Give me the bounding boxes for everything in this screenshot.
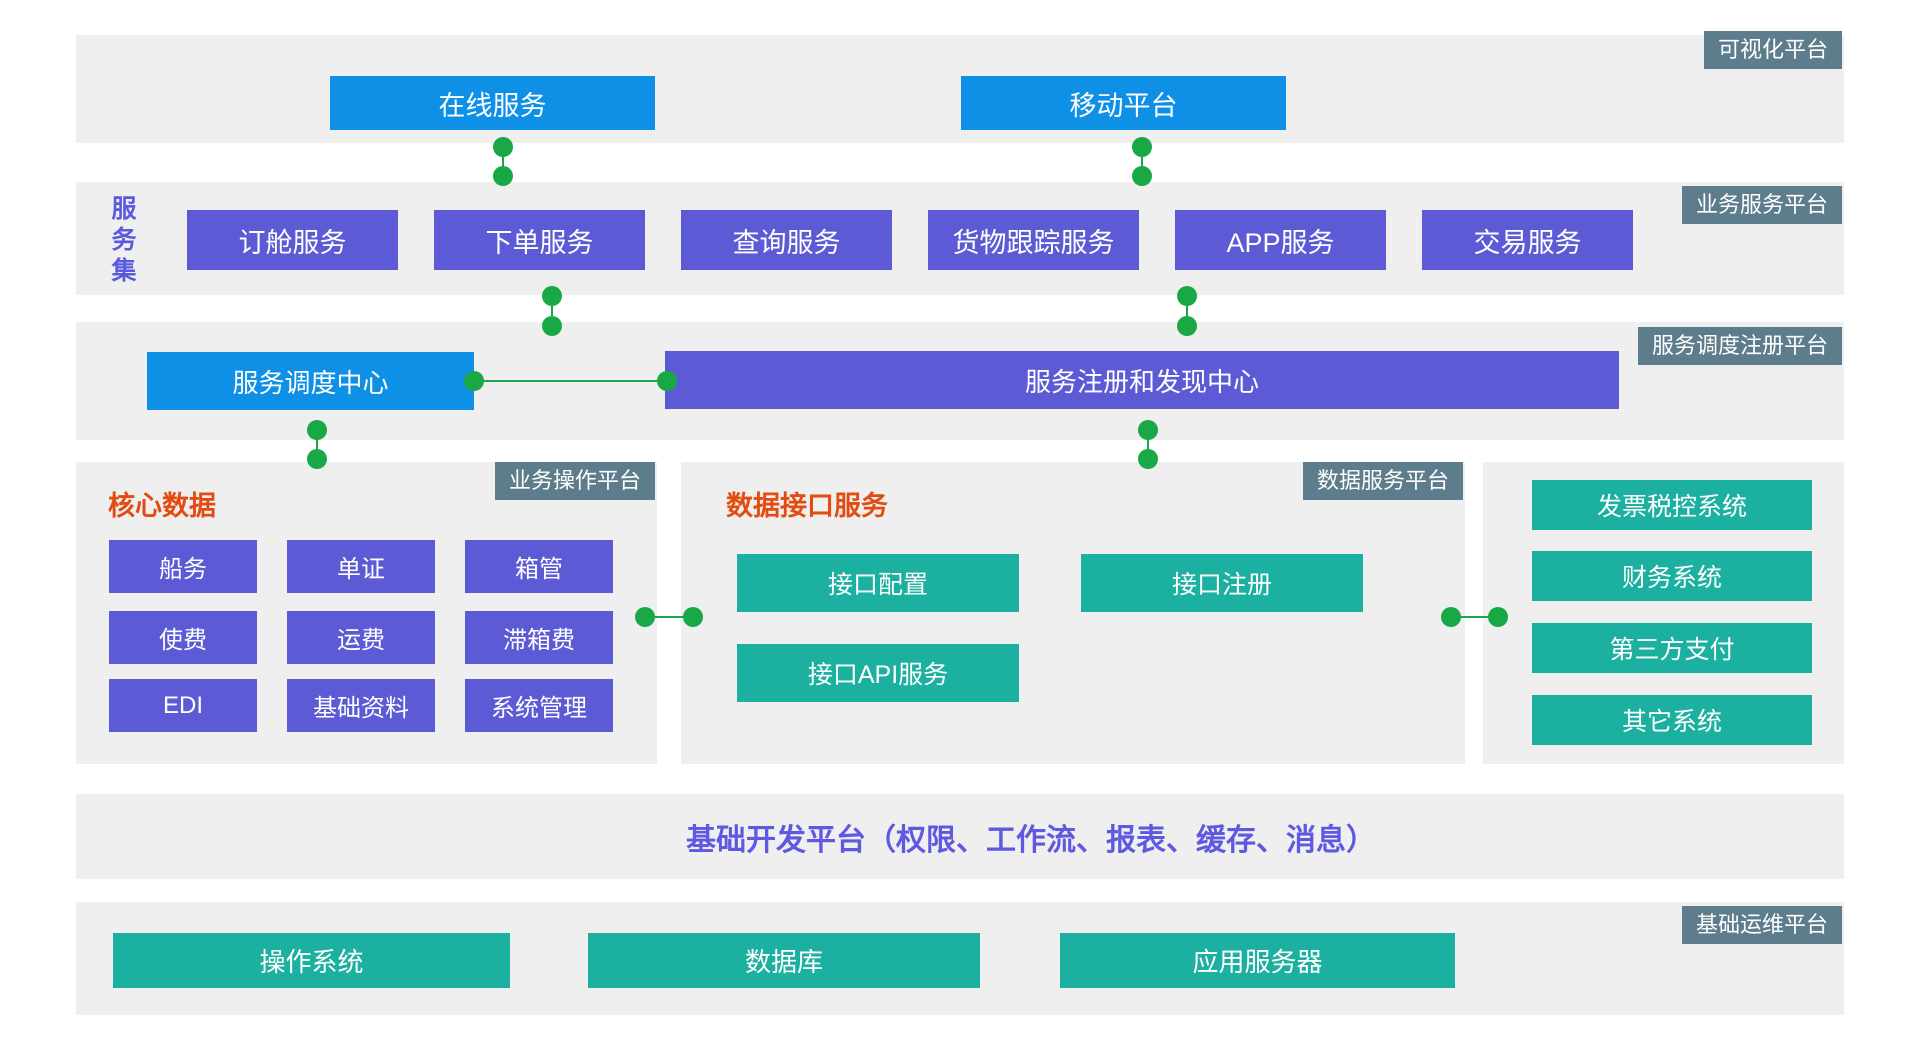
order-service-button[interactable]: 下单服务	[434, 210, 645, 270]
connector-dot	[1138, 449, 1158, 469]
booking-service-button[interactable]: 订舱服务	[187, 210, 398, 270]
charges-module-button[interactable]: 使费	[109, 611, 257, 664]
interface-register-button[interactable]: 接口注册	[1081, 554, 1363, 612]
third-party-payment-button[interactable]: 第三方支付	[1532, 623, 1812, 673]
connector-line	[1451, 616, 1498, 618]
connector-dot	[635, 607, 655, 627]
external-systems-panel: 发票税控系统 财务系统 第三方支付 其它系统	[1483, 462, 1844, 764]
documents-module-button[interactable]: 单证	[287, 540, 435, 593]
business-service-badge: 业务服务平台	[1681, 186, 1842, 224]
shipping-module-button[interactable]: 船务	[109, 540, 257, 593]
connector-dot	[464, 371, 484, 391]
business-service-band: 业务服务平台 服务集 订舱服务 下单服务 查询服务 货物跟踪服务 APP服务 交…	[76, 182, 1844, 295]
connector-line	[1186, 296, 1188, 326]
app-service-button[interactable]: APP服务	[1175, 210, 1386, 270]
connector-dot	[1132, 137, 1152, 157]
connector-dot	[1488, 607, 1508, 627]
connector-line	[474, 380, 667, 382]
operating-system-button[interactable]: 操作系统	[113, 933, 510, 988]
interface-api-service-button[interactable]: 接口API服务	[737, 644, 1019, 702]
visual-platform-band: 可视化平台 在线服务 移动平台	[76, 31, 1844, 143]
connector-line	[551, 296, 553, 326]
connector-dot	[493, 137, 513, 157]
dev-platform-label: 基础开发平台（权限、工作流、报表、缓存、消息）	[686, 823, 1376, 857]
online-service-button[interactable]: 在线服务	[330, 76, 655, 130]
ops-platform-band: 基础运维平台 操作系统 数据库 应用服务器	[76, 902, 1844, 1015]
connector-dot	[1132, 166, 1152, 186]
connector-dot	[542, 316, 562, 336]
service-set-label: 服务集	[108, 195, 136, 288]
connector-line	[502, 147, 504, 176]
connector-dot	[307, 420, 327, 440]
ops-platform-badge: 基础运维平台	[1681, 906, 1842, 944]
connector-dot	[542, 286, 562, 306]
system-admin-module-button[interactable]: 系统管理	[465, 679, 613, 732]
finance-system-button[interactable]: 财务系统	[1532, 551, 1812, 601]
service-dispatch-center-button[interactable]: 服务调度中心	[147, 352, 474, 410]
edi-module-button[interactable]: EDI	[109, 679, 257, 732]
invoice-tax-system-button[interactable]: 发票税控系统	[1532, 480, 1812, 530]
data-service-panel: 数据服务平台 数据接口服务 接口配置 接口注册 接口API服务	[681, 462, 1465, 764]
other-systems-button[interactable]: 其它系统	[1532, 695, 1812, 745]
dispatch-registry-band: 服务调度注册平台 服务调度中心 服务注册和发现中心	[76, 322, 1844, 440]
dispatch-registry-badge: 服务调度注册平台	[1637, 327, 1842, 365]
connector-dot	[1177, 316, 1197, 336]
freight-module-button[interactable]: 运费	[287, 611, 435, 664]
mobile-platform-button[interactable]: 移动平台	[961, 76, 1286, 130]
operation-platform-badge: 业务操作平台	[494, 462, 655, 500]
trade-service-button[interactable]: 交易服务	[1422, 210, 1633, 270]
base-data-module-button[interactable]: 基础资料	[287, 679, 435, 732]
data-interface-title: 数据接口服务	[726, 491, 888, 521]
core-data-title: 核心数据	[108, 491, 216, 521]
data-service-badge: 数据服务平台	[1302, 462, 1463, 500]
service-registry-center-button[interactable]: 服务注册和发现中心	[665, 351, 1619, 409]
connector-dot	[683, 607, 703, 627]
container-module-button[interactable]: 箱管	[465, 540, 613, 593]
connector-line	[1141, 147, 1143, 176]
connector-line	[1147, 430, 1149, 459]
interface-config-button[interactable]: 接口配置	[737, 554, 1019, 612]
visual-platform-badge: 可视化平台	[1703, 31, 1842, 69]
demurrage-module-button[interactable]: 滞箱费	[465, 611, 613, 664]
connector-dot	[1441, 607, 1461, 627]
connector-dot	[1138, 420, 1158, 440]
connector-line	[316, 430, 318, 459]
cargo-tracking-service-button[interactable]: 货物跟踪服务	[928, 210, 1139, 270]
connector-dot	[1177, 286, 1197, 306]
operation-platform-panel: 业务操作平台 核心数据 船务 单证 箱管 使费 运费 滞箱费 EDI 基础资料 …	[76, 462, 657, 764]
connector-dot	[307, 449, 327, 469]
query-service-button[interactable]: 查询服务	[681, 210, 892, 270]
database-button[interactable]: 数据库	[588, 933, 980, 988]
app-server-button[interactable]: 应用服务器	[1060, 933, 1455, 988]
connector-dot	[657, 371, 677, 391]
dev-platform-band: 基础开发平台（权限、工作流、报表、缓存、消息）	[76, 794, 1844, 879]
connector-dot	[493, 166, 513, 186]
connector-line	[645, 616, 693, 618]
